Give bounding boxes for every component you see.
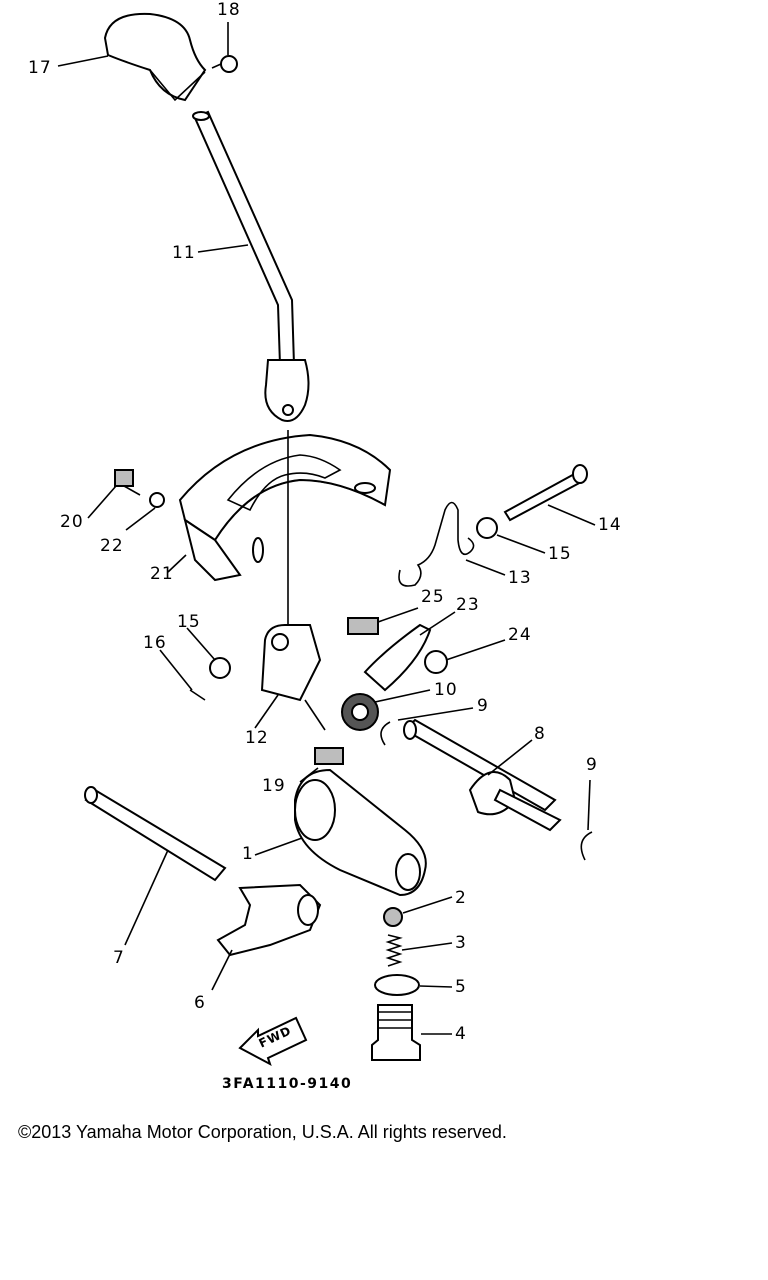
callout-14: 14 [598,515,622,535]
callout-18: 18 [217,0,241,20]
callout-24: 24 [508,625,532,645]
washer-22 [149,492,165,508]
washer-15a [476,517,498,539]
callout-15a: 15 [548,544,572,564]
bolt-25 [347,617,379,635]
copyright-notice: ©2013 Yamaha Motor Corporation, U.S.A. A… [18,1122,507,1142]
plug-4 [371,1004,421,1061]
spring-3 [385,934,403,967]
washer-15b [209,657,231,679]
callout-17: 17 [28,58,52,78]
callout-15b: 15 [177,612,201,632]
callout-22: 22 [100,536,124,556]
callout-16: 16 [143,633,167,653]
callout-3: 3 [455,933,467,953]
ball-2 [383,907,403,927]
callout-10: 10 [434,680,458,700]
fork-rod-7 [84,788,227,882]
callout-9a: 9 [477,696,489,716]
callout-6: 6 [194,993,206,1013]
shift-knob [103,12,207,102]
exploded-parts-diagram: 17 18 11 20 22 21 14 15 13 25 23 24 15 1… [28,0,622,1093]
bolt-20 [114,469,134,487]
callout-25: 25 [421,587,445,607]
callout-9b: 9 [586,755,598,775]
shift-lever [193,110,296,366]
spring-24 [424,650,448,674]
circlip-9a [380,721,391,746]
washer-5 [374,974,420,996]
callout-12: 12 [245,728,269,748]
knob-screw [220,55,238,73]
callout-11: 11 [172,243,196,263]
callout-8: 8 [534,724,546,744]
fwd-arrow-icon [238,1016,308,1067]
drawing-code: 3FA1110-9140 [222,1076,353,1092]
shift-arm [260,624,322,702]
spring-13 [398,501,475,587]
pin-14 [503,470,587,522]
callout-21: 21 [150,564,174,584]
parts-drawing [57,12,596,1067]
callout-2: 2 [455,888,467,908]
callout-19: 19 [262,776,286,796]
stopper-23 [363,623,432,692]
callout-23: 23 [456,595,480,615]
callout-5: 5 [455,977,467,997]
callout-13: 13 [508,568,532,588]
callout-7: 7 [113,948,125,968]
circlip-9b [580,831,593,861]
bolt-19 [314,747,344,765]
callout-20: 20 [60,512,84,532]
callout-4: 4 [455,1024,467,1044]
callout-1: 1 [242,844,254,864]
